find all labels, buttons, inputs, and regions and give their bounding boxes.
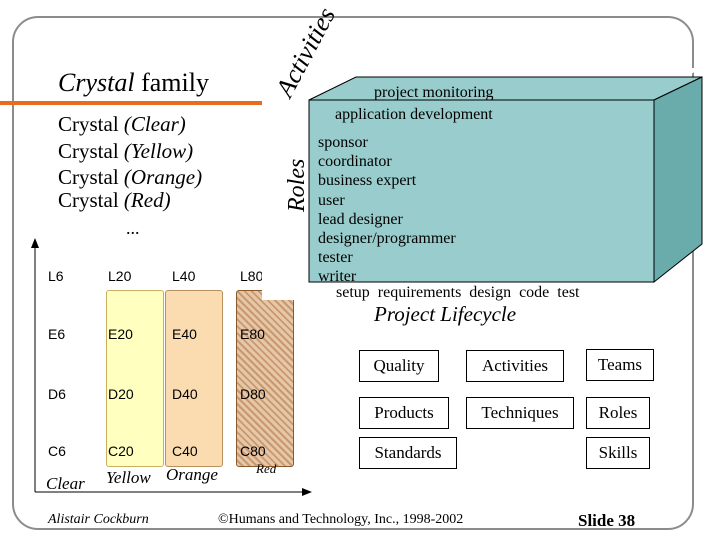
techniques-box: Techniques	[466, 397, 574, 429]
activity-item: project monitoring	[374, 84, 494, 101]
slide-number: Slide 38	[578, 511, 636, 530]
grid-cell: L80	[240, 268, 264, 284]
role-item: tester	[318, 249, 353, 267]
grid-cell: D20	[108, 386, 134, 402]
grid-cell: E40	[172, 326, 197, 342]
grid-cell: E80	[240, 326, 265, 342]
project-lifecycle-label: Project Lifecycle	[374, 302, 517, 326]
grid-cell: D80	[240, 386, 266, 402]
page-title: Crystal family	[58, 68, 209, 97]
activities-box: Activities	[466, 350, 564, 382]
label-yellow: Yellow	[106, 468, 151, 487]
grid-cell: L20	[108, 268, 132, 284]
label-clear: Clear	[46, 474, 85, 493]
grid-cell: L40	[172, 268, 196, 284]
label-red: Red	[256, 461, 277, 476]
teams-box: Teams	[586, 349, 654, 381]
variant-clear: Crystal (Clear)	[58, 112, 186, 136]
variant-red: Crystal (Red)	[58, 188, 171, 212]
grid-cell: L6	[48, 268, 64, 284]
roles-box: Roles	[586, 397, 650, 429]
grid-cell: C40	[172, 443, 198, 459]
roles-list: sponsor coordinator business expert user…	[318, 133, 456, 287]
grid-cell: C6	[48, 443, 66, 459]
grid-cell: D6	[48, 386, 66, 402]
lifecycle-steps: setup requirements design code test	[336, 284, 580, 301]
slide-frame	[12, 16, 694, 530]
role-item: designer/programmer	[318, 230, 456, 248]
orange-column	[165, 290, 223, 467]
variant-yellow: Crystal (Yellow)	[58, 139, 194, 163]
grid-cell: E20	[108, 326, 133, 342]
title-underline	[0, 101, 262, 105]
roles-axis-label: Roles	[284, 158, 310, 212]
variants-ellipsis: ...	[126, 218, 140, 238]
standards-box: Standards	[359, 437, 457, 469]
role-item: business expert	[318, 172, 417, 190]
label-orange: Orange	[166, 465, 218, 484]
grid-cell: C80	[240, 443, 266, 459]
skills-box: Skills	[586, 437, 650, 469]
variant-orange: Crystal (Orange)	[58, 165, 203, 189]
yellow-column	[106, 290, 164, 467]
role-item: user	[318, 191, 345, 209]
activity-item: application development	[335, 106, 493, 123]
role-item: lead designer	[318, 210, 403, 228]
role-item: coordinator	[318, 153, 392, 171]
grid-cell: D40	[172, 386, 198, 402]
quality-box: Quality	[359, 350, 439, 382]
products-box: Products	[359, 397, 449, 429]
role-item: sponsor	[318, 134, 368, 151]
grid-cell: C20	[108, 443, 134, 459]
grid-cell: E6	[48, 326, 66, 342]
footer-copyright: ©Humans and Technology, Inc., 1998-2002	[218, 512, 464, 527]
footer-author: Alistair Cockburn	[48, 512, 149, 527]
role-item: writer	[318, 268, 357, 286]
red-column	[236, 290, 294, 467]
